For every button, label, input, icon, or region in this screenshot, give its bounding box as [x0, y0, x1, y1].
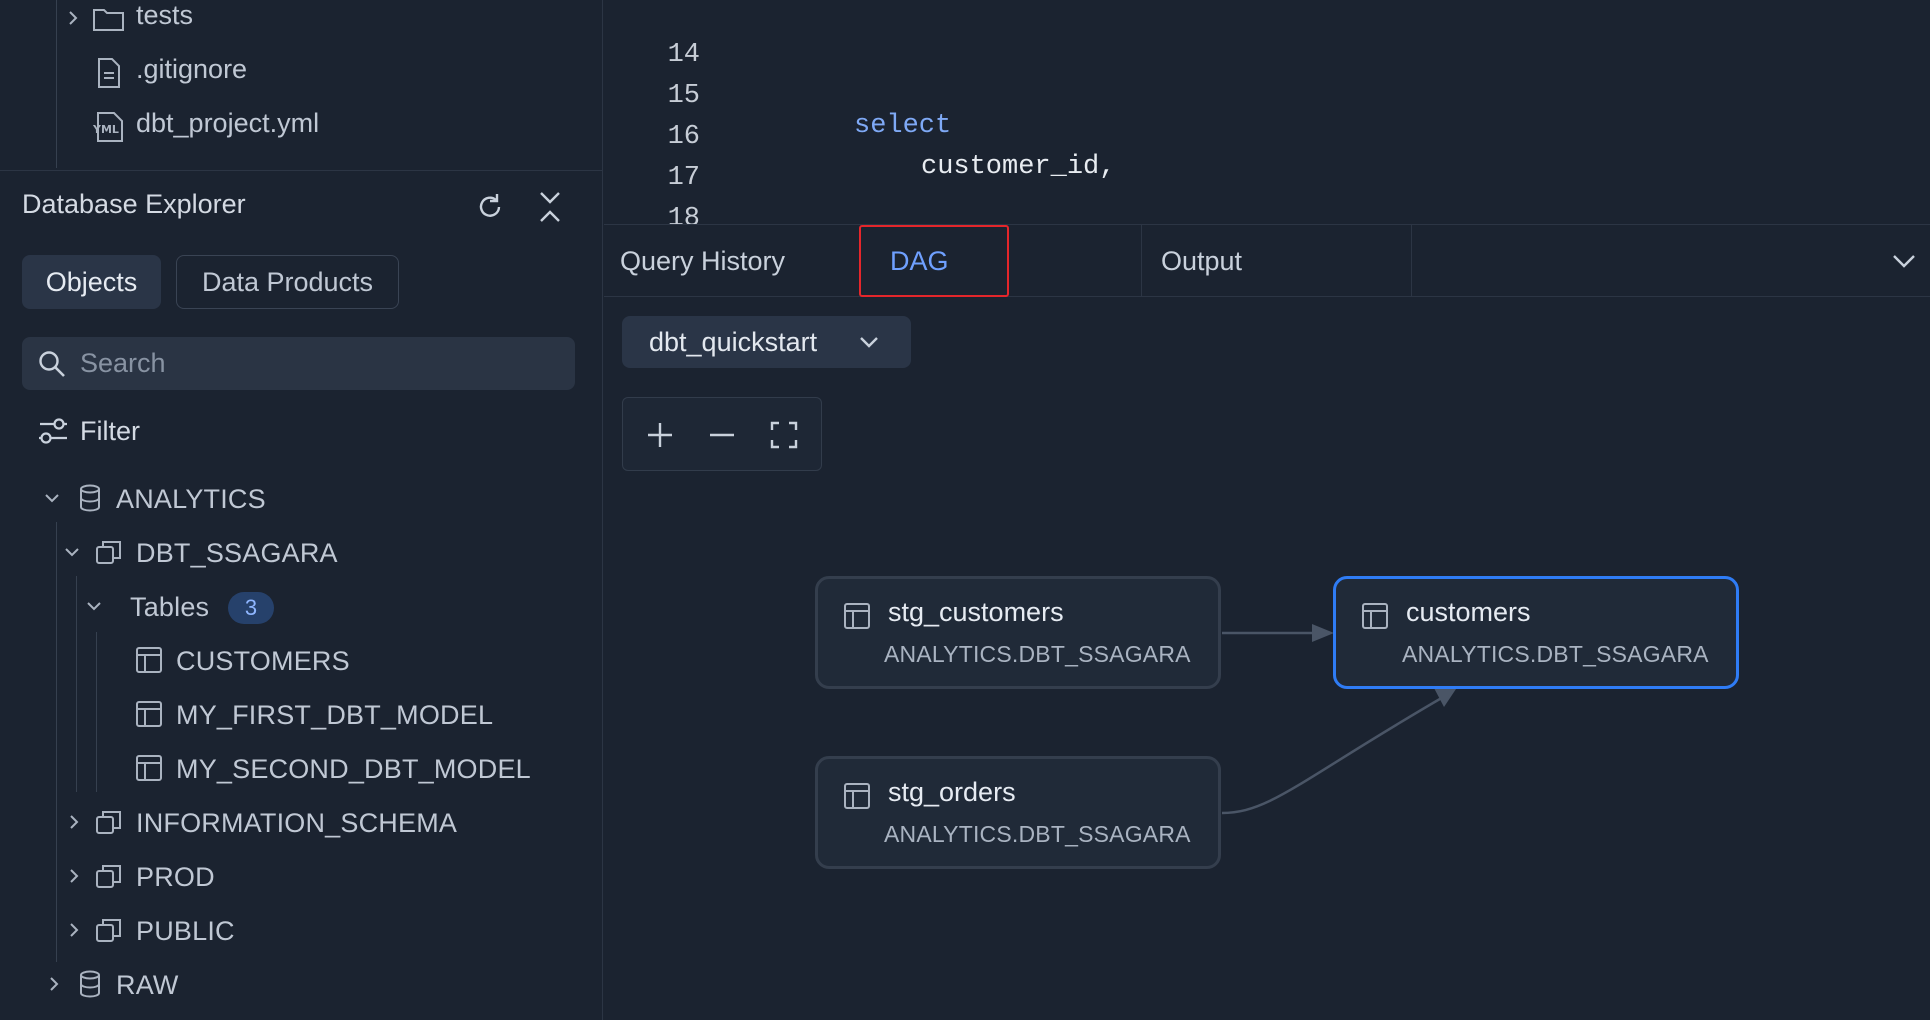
chevron-down-icon — [84, 584, 104, 628]
refresh-icon[interactable] — [470, 187, 510, 227]
project-select[interactable]: dbt_quickstart — [622, 316, 911, 368]
schema-icon — [94, 854, 124, 898]
database-icon — [76, 962, 104, 1006]
chevron-down-icon — [62, 530, 82, 574]
zoom-controls — [622, 397, 822, 471]
code-editor[interactable]: 14 15 select 16 customer_id, 17 18 min(o… — [604, 0, 1930, 224]
tree-label: MY_SECOND_DBT_MODEL — [176, 754, 531, 785]
chevron-down-icon[interactable] — [1890, 247, 1918, 275]
chevron-right-icon — [64, 854, 84, 898]
table-item[interactable]: MY_FIRST_DBT_MODEL — [0, 692, 600, 736]
node-schema: ANALYTICS.DBT_SSAGARA — [1402, 641, 1709, 668]
schema-icon — [94, 800, 124, 844]
node-schema: ANALYTICS.DBT_SSAGARA — [884, 641, 1191, 668]
chevron-down-icon — [857, 330, 881, 354]
tree-item-raw[interactable]: RAW — [0, 962, 600, 1006]
database-icon — [76, 476, 104, 520]
file-label: tests — [136, 0, 193, 31]
zoom-out-icon[interactable] — [703, 416, 741, 454]
tree-item-analytics[interactable]: ANALYTICS — [0, 476, 600, 520]
file-label: .gitignore — [136, 54, 247, 85]
code-line: 18 min(order_date) as first_order_date, — [604, 174, 1930, 214]
table-icon — [843, 782, 871, 810]
filter-icon — [38, 416, 68, 446]
filter-button[interactable]: Filter — [38, 410, 140, 452]
code-line: 14 — [604, 10, 1930, 50]
node-name: customers — [1406, 597, 1531, 628]
tab-divider — [1411, 225, 1412, 297]
dag-edge — [1222, 696, 1445, 813]
search-icon — [38, 350, 66, 378]
tree-label: PROD — [136, 862, 215, 893]
tree-label: ANALYTICS — [116, 484, 266, 515]
left-panel: tests .gitignore YML dbt_project.yml Dat… — [0, 0, 603, 1020]
table-icon — [134, 746, 164, 790]
schema-icon — [94, 530, 124, 574]
tree-guide — [56, 0, 57, 168]
dag-node-stg-customers[interactable]: stg_customers ANALYTICS.DBT_SSAGARA — [815, 576, 1221, 689]
tree-item-public[interactable]: PUBLIC — [0, 908, 600, 952]
chevron-right-icon — [64, 9, 82, 27]
table-item[interactable]: MY_SECOND_DBT_MODEL — [0, 746, 600, 790]
code-line: 16 customer_id, — [604, 92, 1930, 132]
dag-edge — [1434, 688, 1456, 707]
tree-label: RAW — [116, 970, 179, 1001]
tree-label: INFORMATION_SCHEMA — [136, 808, 457, 839]
code-line: 17 — [604, 133, 1930, 173]
collapse-icon[interactable] — [530, 187, 570, 227]
fit-view-icon[interactable] — [765, 416, 803, 454]
folder-icon — [92, 5, 126, 33]
table-icon — [843, 602, 871, 630]
search-input[interactable] — [80, 337, 560, 390]
tree-item-tables[interactable]: Tables 3 — [0, 584, 600, 628]
tree-item-dbt-ssagara[interactable]: DBT_SSAGARA — [0, 530, 600, 574]
project-name: dbt_quickstart — [649, 327, 817, 358]
dag-node-customers[interactable]: customers ANALYTICS.DBT_SSAGARA — [1333, 576, 1739, 689]
count-badge: 3 — [228, 592, 274, 624]
schema-icon — [94, 908, 124, 952]
table-icon — [1361, 602, 1389, 630]
tree-label: DBT_SSAGARA — [136, 538, 338, 569]
chevron-right-icon — [64, 800, 84, 844]
code-line: 15 select — [604, 51, 1930, 91]
svg-text:YML: YML — [92, 123, 119, 136]
table-icon — [134, 692, 164, 736]
filter-label: Filter — [80, 416, 140, 447]
tab-dag[interactable]: DAG — [874, 225, 1124, 297]
table-icon — [134, 638, 164, 682]
chevron-right-icon — [44, 962, 64, 1006]
tree-label: PUBLIC — [136, 916, 235, 947]
dag-node-stg-orders[interactable]: stg_orders ANALYTICS.DBT_SSAGARA — [815, 756, 1221, 869]
tree-label: Tables — [130, 592, 209, 623]
zoom-in-icon[interactable] — [641, 416, 679, 454]
tab-objects[interactable]: Objects — [22, 255, 161, 309]
file-label: dbt_project.yml — [136, 108, 319, 139]
yml-file-icon: YML — [92, 111, 126, 143]
panel-title: Database Explorer — [22, 189, 246, 220]
search-box — [22, 337, 575, 390]
tree-item-information-schema[interactable]: INFORMATION_SCHEMA — [0, 800, 600, 844]
bottom-panel-tabs: Query History DAG Output — [604, 224, 1930, 297]
tab-data-products[interactable]: Data Products — [176, 255, 399, 309]
tree-label: CUSTOMERS — [176, 646, 350, 677]
chevron-right-icon — [64, 908, 84, 952]
chevron-down-icon — [42, 476, 62, 520]
node-name: stg_customers — [888, 597, 1064, 628]
node-schema: ANALYTICS.DBT_SSAGARA — [884, 821, 1191, 848]
file-icon — [96, 57, 122, 89]
dag-edge — [1312, 624, 1334, 642]
tree-item-prod[interactable]: PROD — [0, 854, 600, 898]
database-explorer-header: Database Explorer — [0, 170, 603, 240]
table-item[interactable]: CUSTOMERS — [0, 638, 600, 682]
tree-label: MY_FIRST_DBT_MODEL — [176, 700, 493, 731]
tab-query-history[interactable]: Query History — [604, 225, 854, 297]
node-name: stg_orders — [888, 777, 1016, 808]
tab-output[interactable]: Output — [1145, 225, 1395, 297]
tab-divider — [1141, 225, 1142, 297]
